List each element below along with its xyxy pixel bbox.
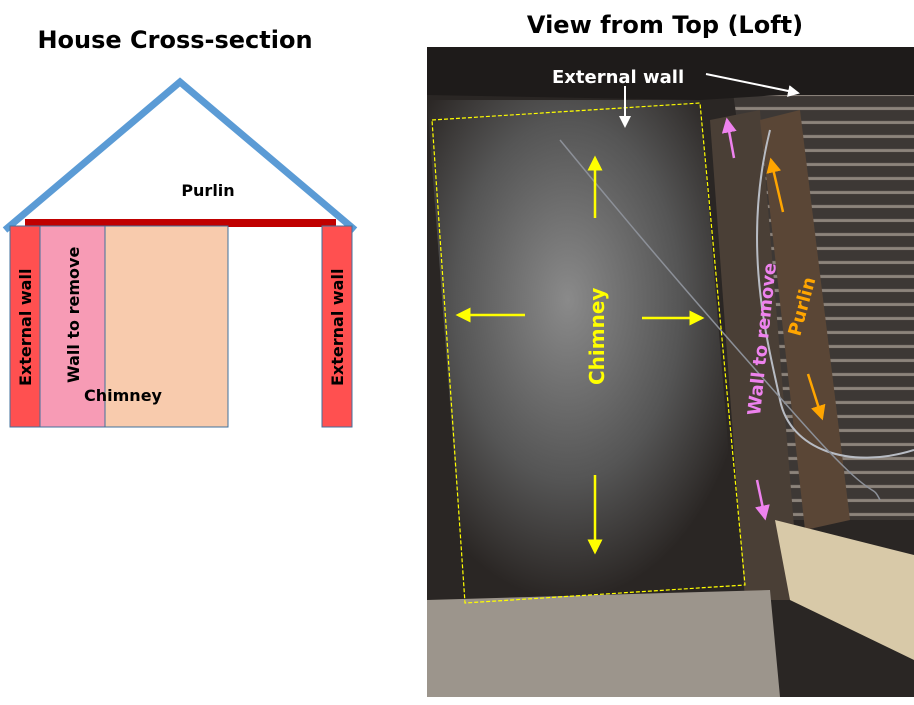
chimney-label: Chimney (84, 386, 163, 405)
roof (2, 77, 358, 233)
loft-photo (427, 47, 914, 697)
wall-to-remove (39, 225, 106, 428)
purlin-beam (25, 219, 336, 227)
purlin-arrow-up (766, 157, 785, 213)
wall-arrow-up (721, 117, 737, 159)
cross-section-title: House Cross-section (37, 26, 312, 54)
external-wall-right (321, 225, 353, 428)
external-wall-arrow-right (705, 73, 800, 97)
chimney-photo-label: Chimney (585, 288, 609, 385)
external-wall-photo-label: External wall (552, 67, 684, 88)
loft-photo-panel: View from Top (Loft) External wall Chimn… (427, 11, 914, 697)
wall-to-remove-label: Wall to remove (64, 247, 83, 383)
external-wall-left (9, 225, 41, 428)
wall-arrow-down (755, 479, 770, 521)
chimney (104, 225, 229, 428)
chimney-outline (431, 102, 746, 604)
external-wall-right-label: External wall (328, 269, 347, 386)
purlin-label: Purlin (181, 181, 234, 200)
purlin-arrow-down (806, 373, 826, 421)
external-wall-left-label: External wall (16, 269, 35, 386)
house-cross-section: House Cross-section Purlin External wall… (2, 26, 358, 428)
loft-view-title: View from Top (Loft) (527, 11, 803, 39)
